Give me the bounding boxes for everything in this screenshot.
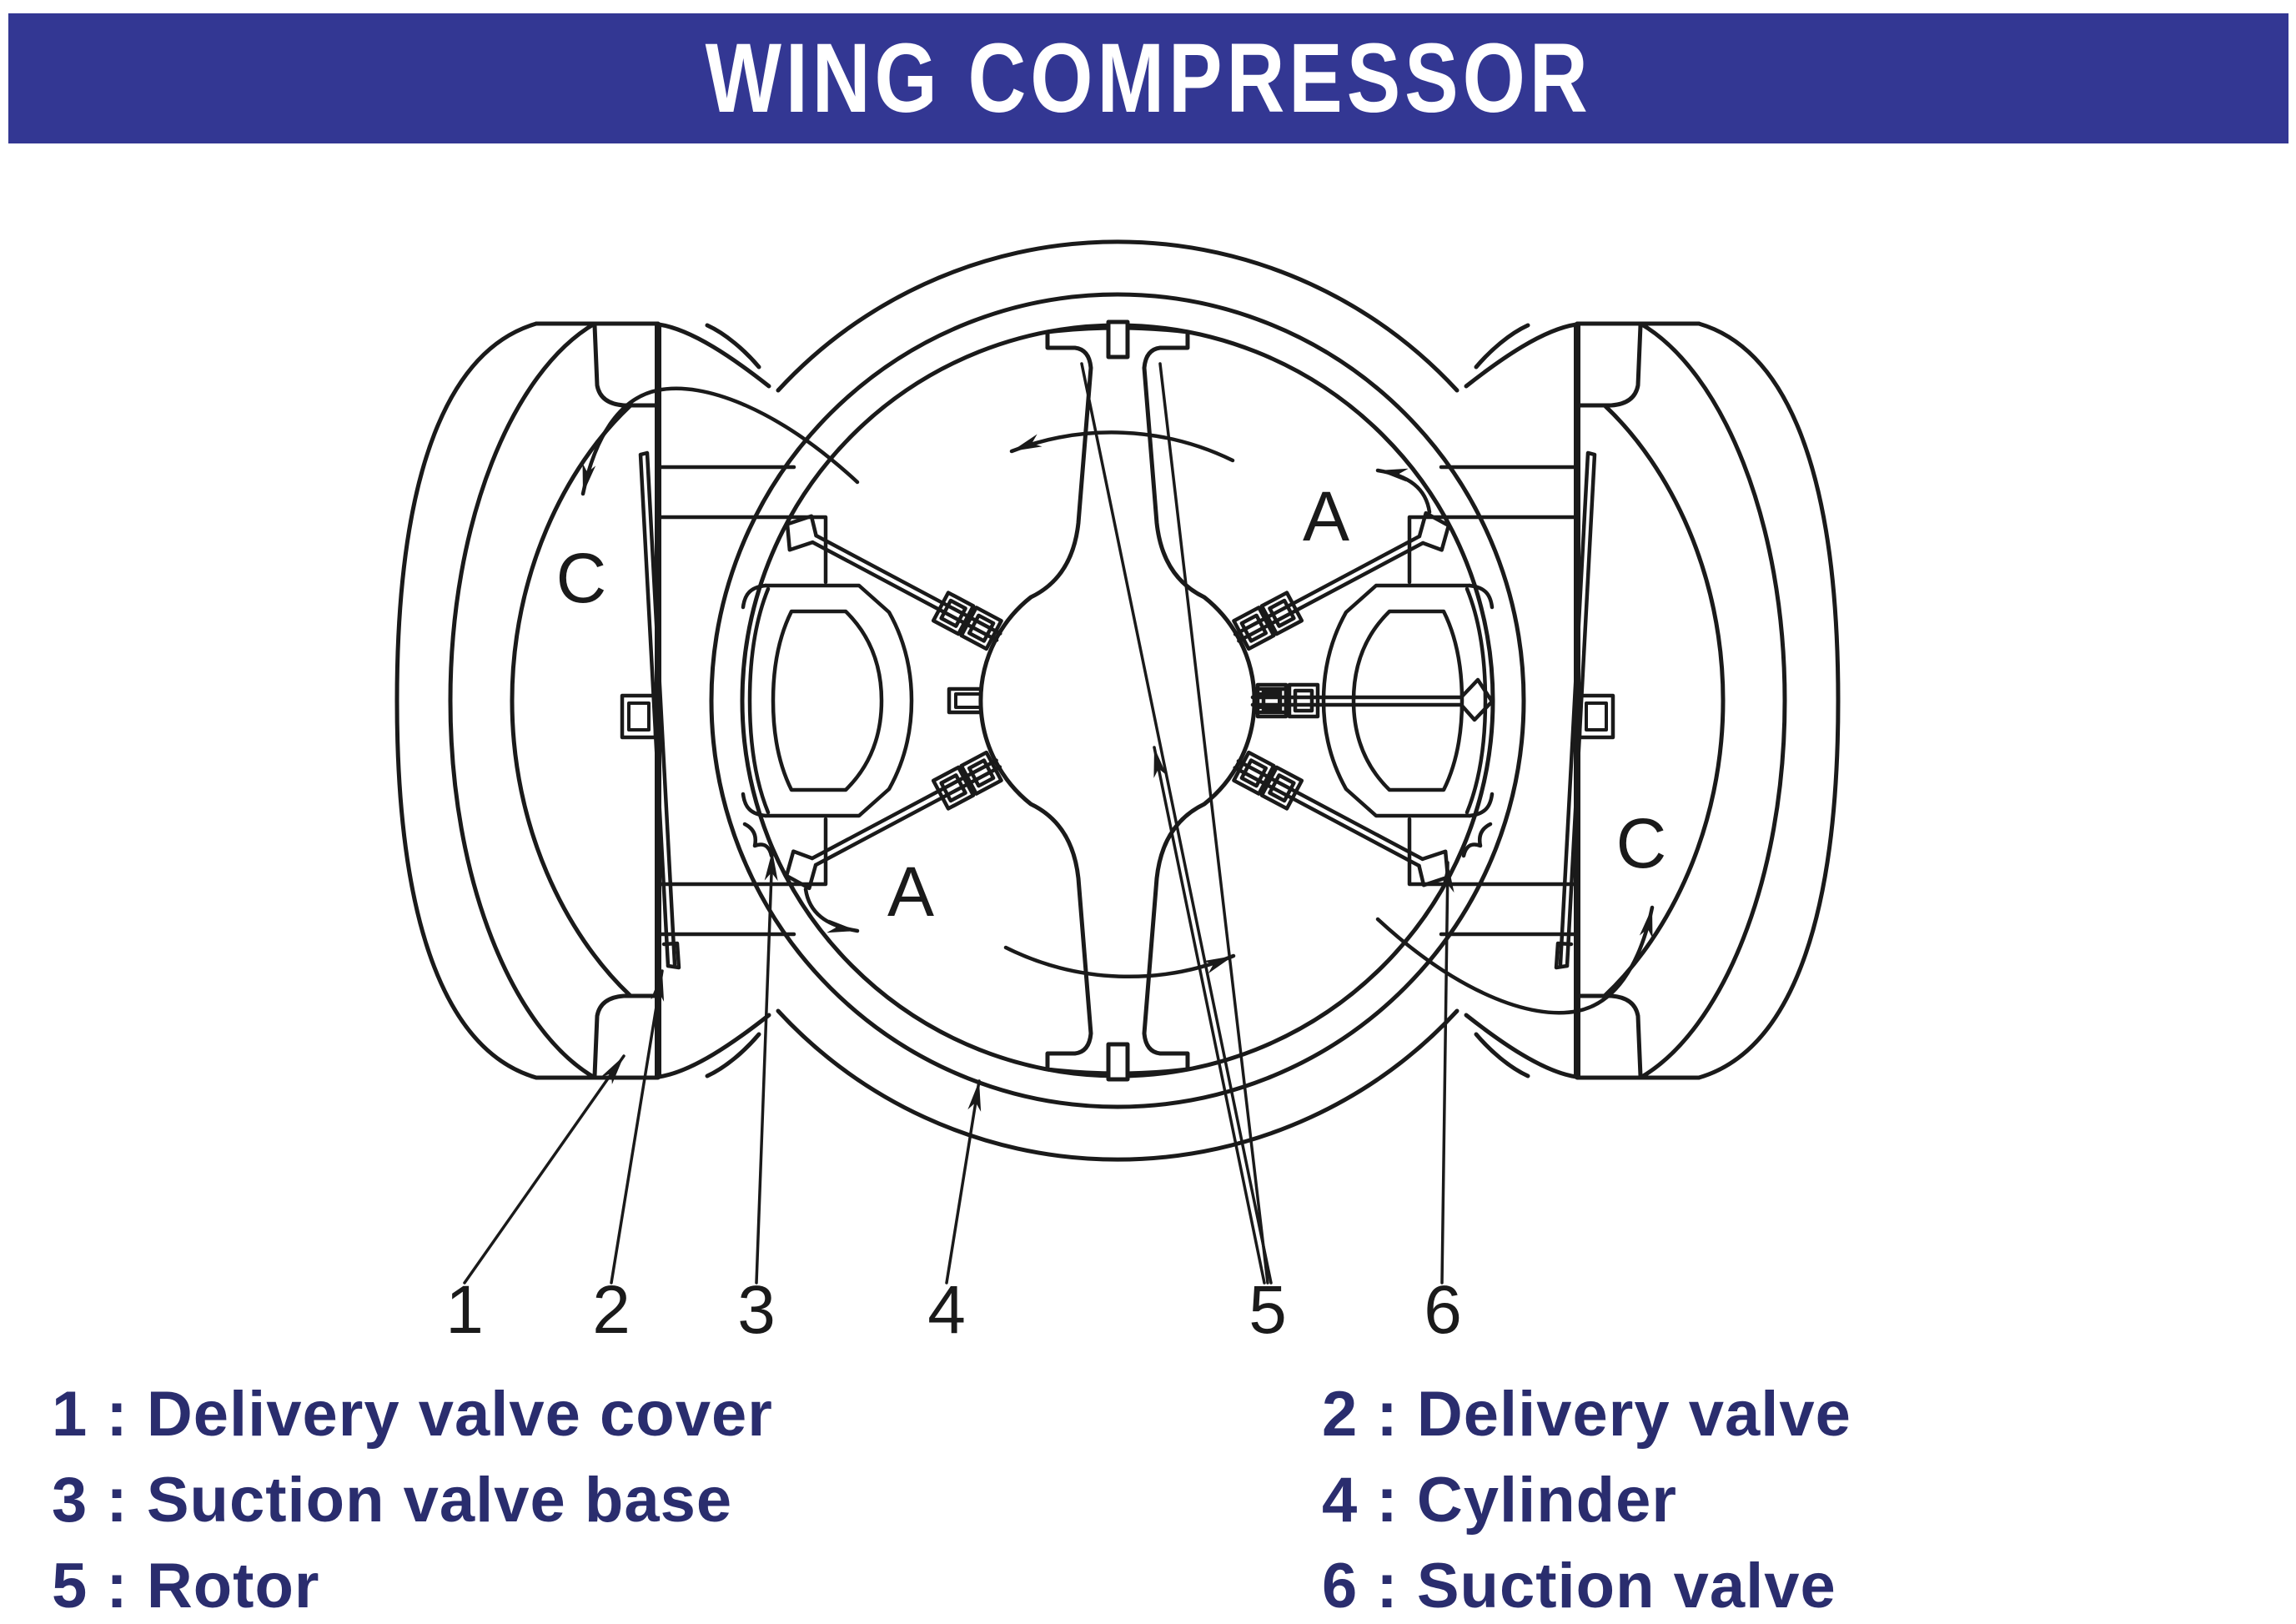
legend-name: Delivery valve cover [146, 1379, 773, 1450]
leader-4 [945, 1079, 982, 1285]
legend-sep: : [106, 1551, 128, 1621]
blade [1250, 677, 1495, 722]
legend-sep: : [1376, 1379, 1399, 1450]
leader-1 [463, 1054, 625, 1285]
legend-num: 5 [52, 1551, 88, 1621]
legend-name: Delivery valve [1416, 1379, 1851, 1450]
pocket-fillets [741, 583, 768, 818]
neck-top-inner [705, 323, 761, 370]
flow-arrow-left [580, 386, 860, 496]
section-label-a-top: A [1303, 477, 1349, 556]
blade-bolt-1-inner [1261, 688, 1283, 713]
callout-number-1: 1 [445, 1272, 484, 1348]
hub-tab-inner [954, 692, 982, 709]
pocket-wave [742, 822, 774, 858]
neck-top-outer [656, 322, 771, 389]
callout-number-3: 3 [737, 1272, 776, 1348]
cylinder-wall-circle [709, 292, 1526, 1109]
cylinder-outer-arc-bottom [776, 1008, 1459, 1162]
valve-bolt [620, 693, 658, 740]
rotor-silhouette [978, 325, 1257, 1076]
leader-lines [463, 362, 1454, 1285]
legend-item-6: 6 : Suction valve [1322, 1550, 1836, 1622]
rotation-arrow-top [1009, 430, 1235, 463]
side-housing-right [1248, 324, 1838, 1078]
legend-name: Suction valve [1416, 1551, 1836, 1621]
pocket-outer [763, 583, 914, 818]
seat-bottom [592, 993, 658, 1078]
seat-top [592, 323, 658, 408]
blade-bolt-1 [1255, 682, 1289, 719]
blade-lines [1250, 695, 1464, 707]
leader-3 [755, 849, 778, 1285]
legend-item-2: 2 : Delivery valve [1322, 1378, 1851, 1451]
flow-arrow-right [1375, 905, 1655, 1015]
cover-inner-profile [448, 321, 597, 1080]
legend-num: 6 [1322, 1551, 1359, 1621]
neck-bottom-inner [705, 1032, 761, 1078]
legend-name: Cylinder [1416, 1465, 1677, 1536]
section-label-c-right: C [1616, 804, 1667, 882]
rotor-top-key [1106, 319, 1130, 359]
leader-5-hub [1153, 746, 1266, 1285]
legend-num: 3 [52, 1465, 88, 1536]
neck-bottom-outer [656, 1013, 771, 1079]
leader-2 [610, 969, 665, 1285]
leader-5-wing-left [1080, 362, 1273, 1285]
legend-num: 2 [1322, 1379, 1359, 1450]
callout-number-2: 2 [592, 1272, 631, 1348]
blade-bolt-2 [1287, 682, 1320, 719]
legend-sep: : [106, 1379, 128, 1450]
callout-number-5: 5 [1248, 1272, 1287, 1348]
callout-number-6: 6 [1424, 1272, 1462, 1348]
rotor [978, 319, 1257, 1082]
legend-sep: : [106, 1465, 128, 1536]
section-label-c-left: C [556, 539, 607, 617]
valve-bolt-inner [627, 701, 651, 732]
wing-blades [777, 506, 1495, 895]
cylinder-outer-arc-top [776, 239, 1459, 393]
blade-bolt-2-inner [1293, 688, 1314, 713]
cover-outer-profile [394, 321, 539, 1080]
pocket-wall [747, 586, 771, 815]
rotor-bottom-key [1106, 1042, 1130, 1082]
blade-tip-bend [1459, 677, 1495, 722]
legend-item-5: 5 : Rotor [52, 1550, 319, 1622]
legend-item-1: 1 : Delivery valve cover [52, 1378, 773, 1451]
legend-item-3: 3 : Suction valve base [52, 1464, 732, 1536]
leader-6 [1440, 861, 1454, 1285]
legend-num: 4 [1322, 1465, 1359, 1536]
legend-name: Suction valve base [146, 1465, 733, 1536]
legend-item-4: 4 : Cylinder [1322, 1464, 1677, 1536]
section-label-a-bottom: A [887, 852, 934, 931]
cover-bowl-arc [510, 404, 632, 998]
suction-arrow-bottom-left [803, 887, 860, 933]
legend-name: Rotor [146, 1551, 320, 1621]
page-title: WING COMPRESSOR [705, 23, 1592, 133]
pocket-inner [771, 609, 884, 792]
header-bar: WING COMPRESSOR [8, 13, 2288, 143]
suction-arrow-top-right [1375, 468, 1432, 515]
valve-plate-foot [661, 941, 681, 970]
legend-sep: : [1376, 1465, 1399, 1536]
legend-sep: : [1376, 1551, 1399, 1621]
callout-number-4: 4 [927, 1272, 966, 1348]
legend-num: 1 [52, 1379, 88, 1450]
leader-5-wing-right [1158, 362, 1269, 1285]
cover-flats [534, 321, 661, 1080]
